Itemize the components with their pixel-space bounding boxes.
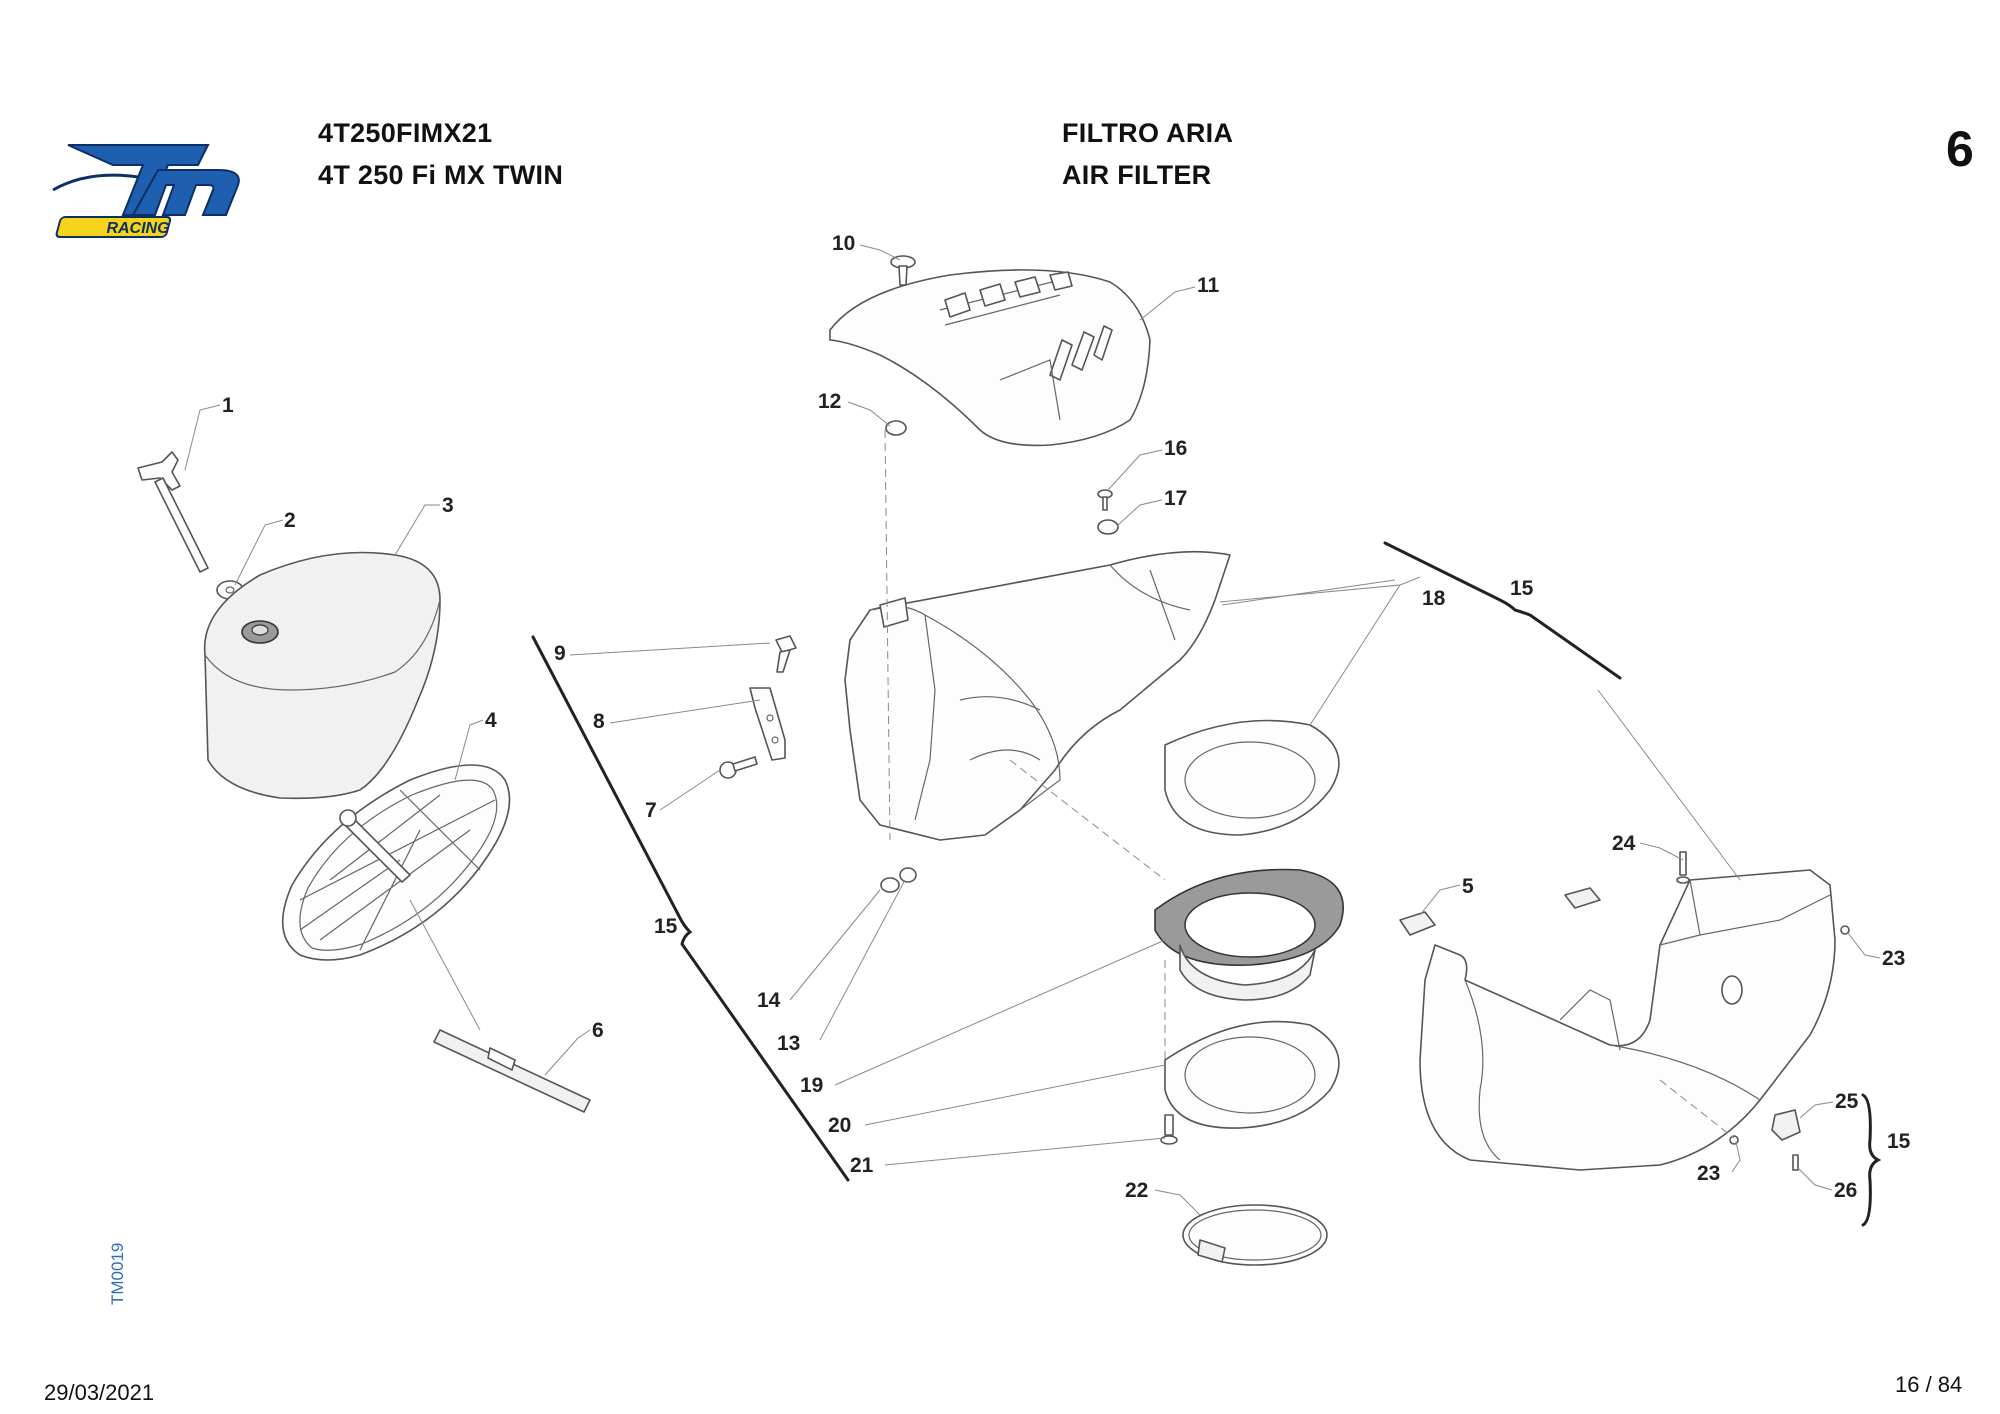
callout-23-bottom: 23 [1697,1162,1720,1185]
rubber-strip [433,1029,591,1113]
screw-16 [1097,489,1113,511]
callout-13: 13 [777,1032,800,1055]
screw-10 [890,255,916,286]
bolt-9 [775,635,797,673]
hose-clamp [1182,1204,1328,1266]
gasket-20 [1164,1020,1340,1129]
callout-8: 8 [593,710,605,733]
callout-6: 6 [592,1019,604,1042]
title-italian: FILTRO ARIA [1062,118,1234,148]
washer-12 [885,420,907,436]
callout-labels: 1 2 3 4 5 6 7 8 9 10 11 12 13 14 15 15 1… [222,232,1911,1202]
callout-24: 24 [1612,832,1636,855]
clip-25 [1771,1109,1801,1141]
clip-part [1564,887,1601,909]
footer-date: 29/03/2021 [44,1380,155,1405]
callout-15-top: 15 [1510,577,1534,600]
callout-14: 14 [757,989,781,1012]
callout-11: 11 [1197,274,1220,297]
footer-page: 16 / 84 [1895,1372,1963,1397]
callout-9: 9 [554,642,566,665]
callout-23-top: 23 [1882,947,1905,970]
washer-17 [1097,519,1119,535]
callout-18: 18 [1422,587,1446,610]
washer-13 [899,867,917,883]
intake-flange-19 [1154,868,1344,1001]
bracket-plate [749,687,786,761]
washer-14 [880,877,900,893]
callout-5: 5 [1462,875,1474,898]
callout-7: 7 [645,799,657,822]
screw-23-bottom [1729,1135,1739,1145]
callout-20: 20 [828,1114,851,1137]
side-duct [1419,869,1836,1171]
callout-19: 19 [800,1074,823,1097]
screw-26 [1792,1154,1799,1171]
callout-4: 4 [485,709,497,732]
gasket-18 [1164,719,1340,836]
screw-21 [1160,1114,1178,1145]
bolt-7 [719,756,758,779]
title-english: AIR FILTER [1062,160,1212,190]
leader-lines [184,244,1881,1216]
bracket-15-left [531,635,850,1182]
section-number: 6 [1946,121,1974,177]
callout-16: 16 [1164,437,1187,460]
callout-21: 21 [850,1154,874,1177]
callout-26: 26 [1834,1179,1857,1202]
top-cover [829,269,1151,447]
callout-25: 25 [1835,1090,1859,1113]
callout-3: 3 [442,494,454,517]
callout-10: 10 [832,232,855,255]
callout-15-right: 15 [1887,1130,1911,1153]
screw-24 [1676,851,1690,884]
wing-bolt [137,451,209,573]
logo-sub-text: RACING [106,220,169,237]
callout-22: 22 [1125,1179,1148,1202]
model-name: 4T 250 Fi MX TWIN [318,160,564,190]
model-code: 4T250FIMX21 [318,118,493,148]
callout-15-left: 15 [654,915,678,938]
callout-17: 17 [1164,487,1187,510]
air-filter-sponge [203,551,441,800]
bracket-15-right [1861,1093,1882,1227]
screw-23-top [1840,925,1850,935]
bracket-15-top [1383,541,1622,680]
callout-2: 2 [284,509,296,532]
callout-12: 12 [818,390,841,413]
grommet-5 [1399,911,1436,936]
callout-1: 1 [222,394,234,417]
filter-cage [281,764,511,961]
